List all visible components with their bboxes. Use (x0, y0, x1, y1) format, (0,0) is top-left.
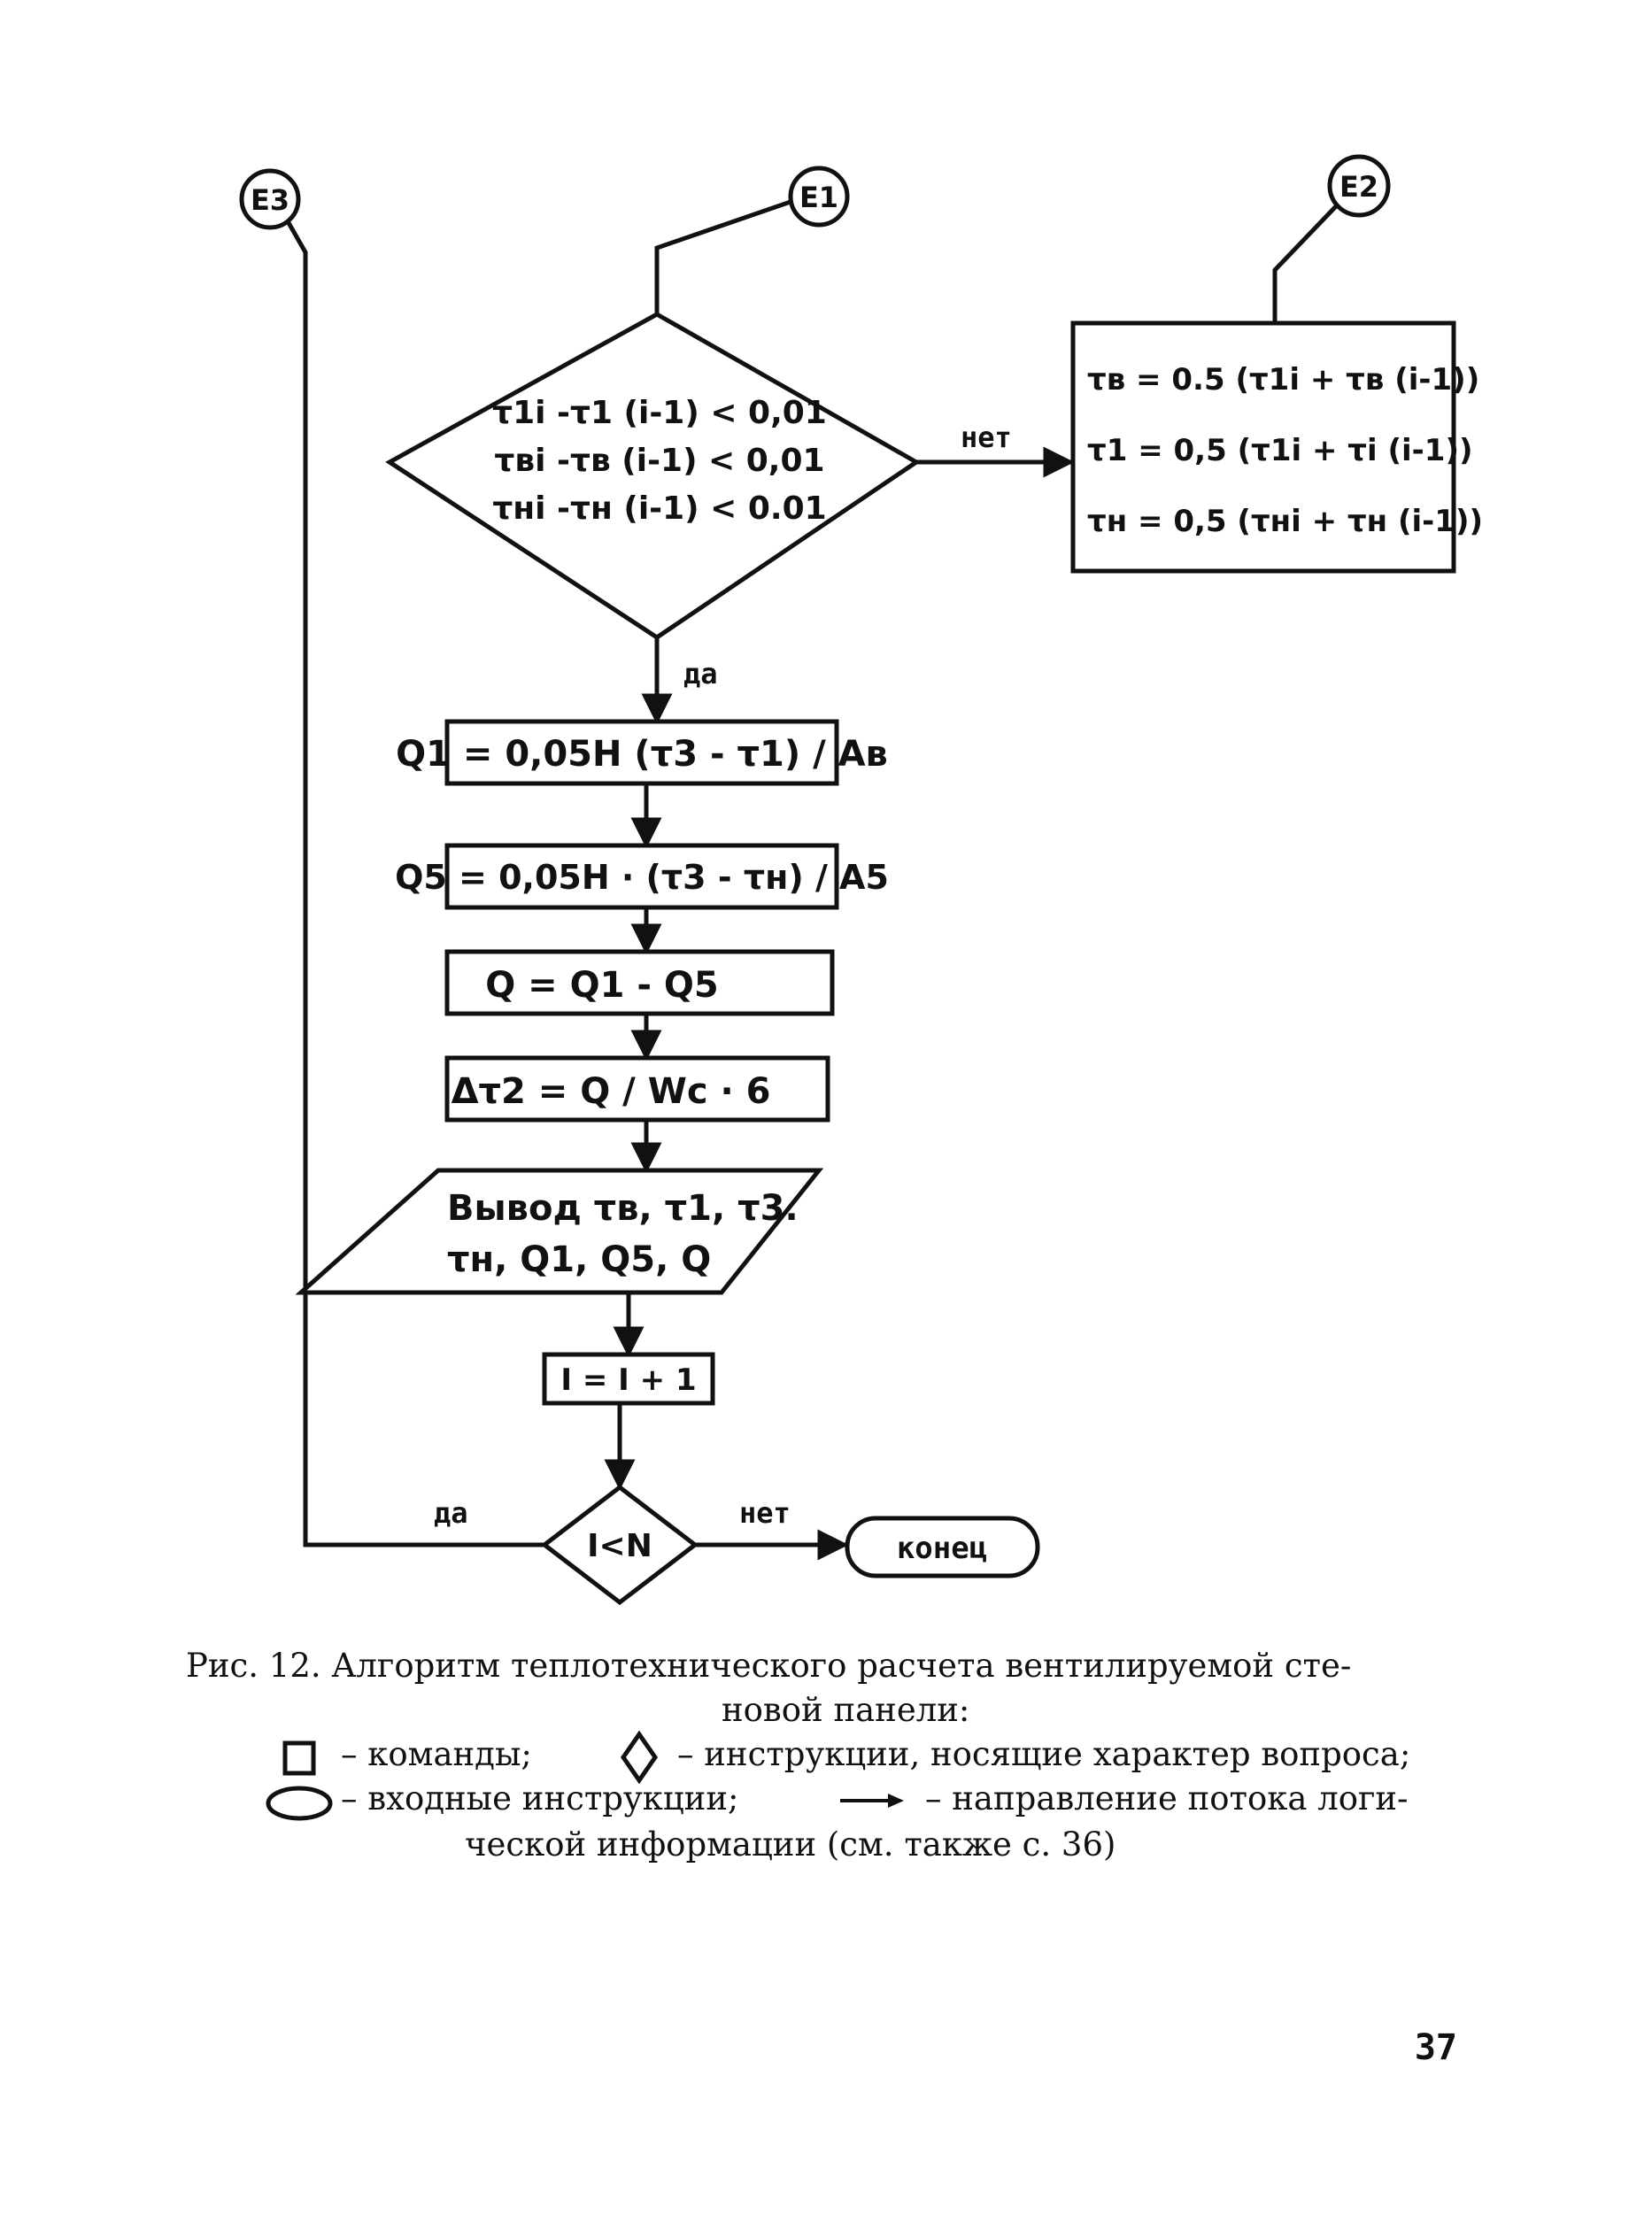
process-q5 (444, 843, 839, 910)
output-parallelogram (295, 1168, 824, 1295)
terminator-end-text: конец (897, 1531, 987, 1566)
e2-lead-line (1272, 204, 1339, 323)
output-line-1: Вывод τв, τ1, τ3. (447, 1188, 799, 1229)
no-label-loop: нет (739, 1496, 791, 1530)
e1-lead-line (654, 199, 791, 314)
page-number: 37 (1414, 2027, 1457, 2068)
legend-commands: – команды; (341, 1735, 532, 1773)
legend-diamond-icon (620, 1731, 659, 1784)
legend-square-icon (282, 1740, 316, 1776)
process-q1-text: Q1 = 0,05H (τ3 - τ1) / Ав (396, 734, 888, 775)
legend-input: – входные инструкции; (341, 1779, 739, 1817)
legend-flow: – направление потока логи- (925, 1779, 1409, 1817)
no-label-main: нет (961, 421, 1012, 454)
decision-convergence-line-1: τ1i -τ1 (i-1) < 0,01 (492, 395, 827, 431)
figure-caption-line-2: новой панели: (722, 1691, 970, 1729)
decision-loop (540, 1484, 699, 1606)
process-increment (542, 1352, 715, 1406)
figure-caption-line-1: Рис. 12. Алгоритм теплотехнического расч… (186, 1647, 1352, 1685)
correction-line-2: τ1 = 0,5 (τ1i + τi (i-1)) (1087, 433, 1473, 468)
e3-loop-line (285, 220, 544, 1547)
correction-line-3: τн = 0,5 (τнi + τн (i-1)) (1087, 504, 1483, 539)
yes-label-main: да (683, 657, 718, 691)
legend-oval-icon (266, 1786, 333, 1821)
correction-box (1070, 320, 1456, 574)
process-increment-text: I = I + 1 (560, 1362, 696, 1398)
legend-questions: – инструкции, носящие характер вопроса; (677, 1735, 1411, 1773)
decision-loop-text: I<N (587, 1528, 652, 1564)
process-q-text: Q = Q1 - Q5 (485, 965, 719, 1006)
terminator-end (845, 1516, 1040, 1578)
figure-caption-last-line: ческой информации (см. также с. 36) (465, 1825, 1116, 1864)
correction-line-1: τв = 0.5 (τ1i + τв (i-1)) (1087, 362, 1479, 397)
process-delta-tau (444, 1055, 830, 1123)
process-q (444, 949, 835, 1016)
connector-e1: E1 (788, 166, 850, 228)
process-q1 (444, 719, 839, 786)
process-delta-tau-text: Δτ2 = Q / Wc · 6 (452, 1071, 771, 1112)
connector-e3: E3 (239, 168, 301, 230)
connector-e2-label: E2 (1339, 170, 1378, 204)
connector-e3-label: E3 (251, 183, 289, 217)
decision-convergence-line-3: τнi -τн (i-1) < 0.01 (492, 490, 826, 527)
decision-convergence-line-2: τвi -τв (i-1) < 0,01 (494, 443, 824, 479)
process-q5-text: Q5 = 0,05H · (τ3 - τн) / А5 (395, 858, 889, 897)
connector-e1-label: E1 (799, 181, 838, 214)
legend-arrow-icon (840, 1794, 904, 1808)
yes-label-loop: да (434, 1496, 468, 1530)
connector-e2: E2 (1327, 154, 1391, 218)
output-line-2: τн, Q1, Q5, Q (447, 1239, 711, 1280)
